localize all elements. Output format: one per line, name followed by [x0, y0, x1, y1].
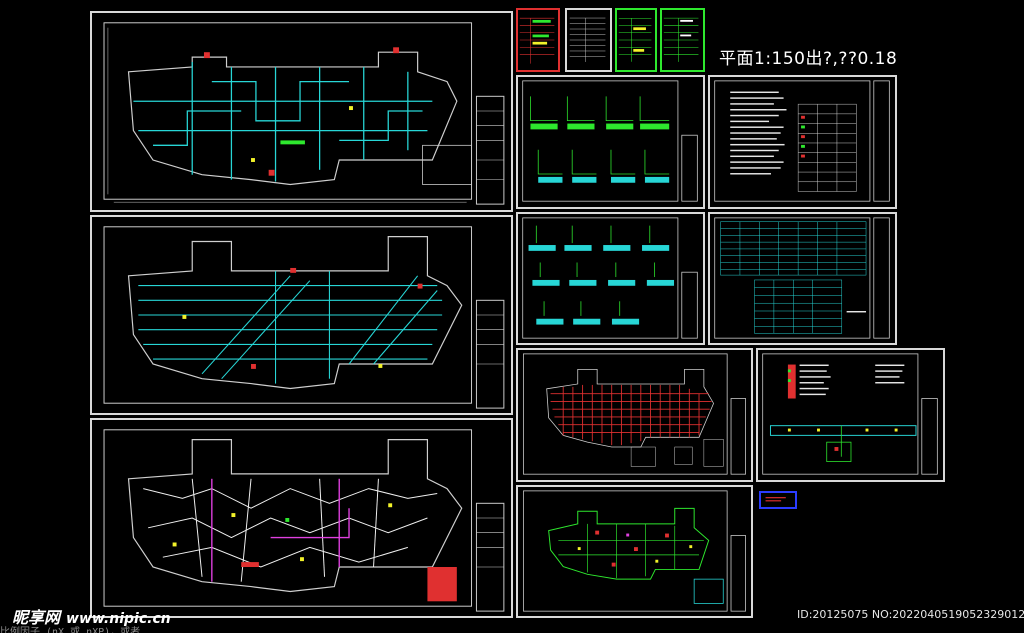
notes-drawing	[714, 80, 890, 202]
riser-drawing	[762, 353, 938, 475]
system-diagram-2[interactable]	[516, 212, 705, 345]
watermark-brand: 昵享网 www.nipic.cn	[12, 604, 171, 628]
mixed-plan[interactable]	[516, 485, 753, 618]
plan-drawing	[103, 226, 505, 409]
plan-sheet-3[interactable]	[90, 418, 513, 618]
legend-table-green-1[interactable]	[615, 8, 657, 72]
design-notes[interactable]	[708, 75, 897, 209]
red-grid-plan[interactable]	[516, 348, 753, 482]
equipment-schedule[interactable]	[708, 212, 897, 345]
riser-diagram[interactable]	[756, 348, 945, 482]
table-drawing	[663, 17, 699, 62]
scale-label: 平面1:150出?,??0.18	[719, 49, 898, 69]
legend-table-white[interactable]	[565, 8, 612, 72]
plan-drawing	[523, 353, 746, 475]
title-block-small[interactable]	[759, 491, 797, 509]
legend-table-red[interactable]	[516, 8, 560, 72]
table-drawing	[519, 17, 555, 64]
plan-drawing	[103, 22, 505, 205]
plan-drawing	[103, 429, 505, 612]
plan-sheet-2[interactable]	[90, 215, 513, 415]
plan-drawing	[523, 490, 746, 612]
watermark-url: www.nipic.cn	[66, 611, 171, 627]
plan-sheet-1[interactable]	[90, 11, 513, 212]
command-line[interactable]: 比例因子 (nX 或 nXP)，或者	[0, 627, 141, 633]
watermark-id: ID:20125075 NO:20220405190523290128	[797, 608, 1024, 621]
watermark-brand-text: 昵享网	[12, 608, 61, 627]
table-drawing	[569, 17, 606, 62]
legend-table-green-2[interactable]	[660, 8, 705, 72]
system-drawing	[522, 80, 698, 202]
system-diagram-1[interactable]	[516, 75, 705, 209]
system-drawing	[522, 217, 698, 339]
table-drawing	[618, 18, 652, 62]
schedule-drawing	[714, 217, 890, 339]
title-block-drawing	[765, 497, 786, 502]
